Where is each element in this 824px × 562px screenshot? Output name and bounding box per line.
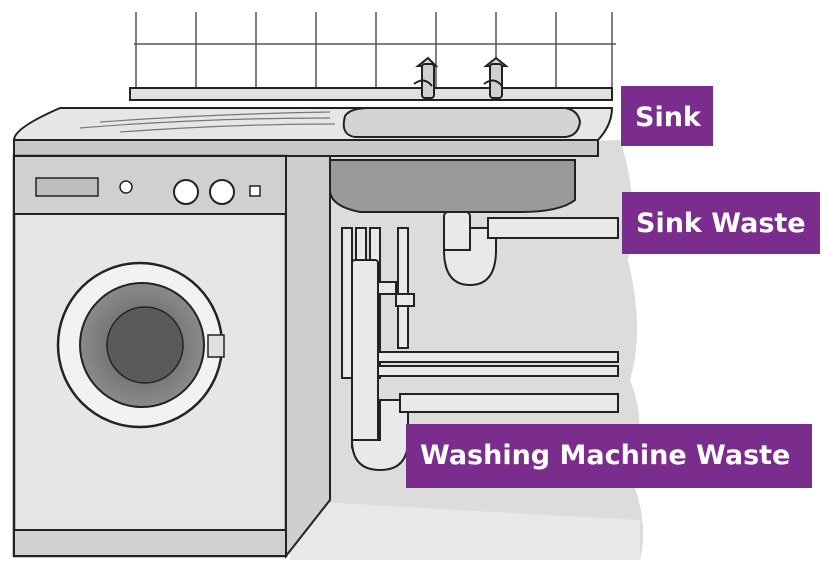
cabinet-side xyxy=(286,156,330,556)
washing-machine-waste-label: Washing Machine Waste xyxy=(406,424,812,488)
sink-basin xyxy=(330,108,580,212)
washing-machine xyxy=(14,156,286,556)
sink-waste-label: Sink Waste xyxy=(622,192,820,254)
tiled-wall xyxy=(134,12,616,88)
sink-label: Sink xyxy=(621,86,713,146)
